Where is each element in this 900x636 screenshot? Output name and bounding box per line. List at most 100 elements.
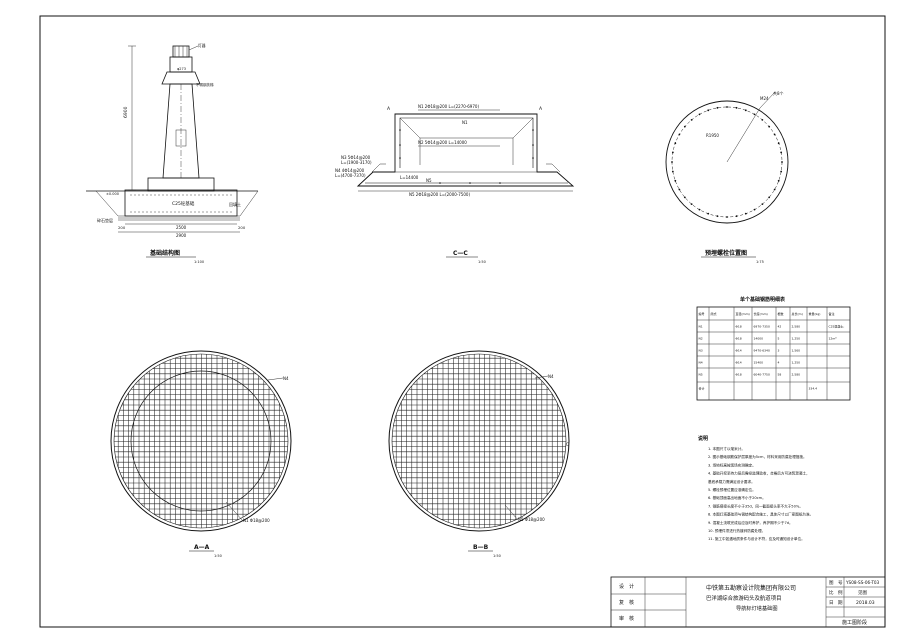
cc-rebar-inner [399, 117, 534, 168]
rebar-table: 单个基础钢筋明细表 编号简式直径(mm)长度(mm)根数总长(m)重量(kg)备… [696, 296, 851, 401]
bolt-dot [683, 196, 686, 199]
rebar-table-cell: N5 [699, 373, 703, 377]
bolt-dot [690, 118, 693, 121]
cc-n1-short: N1 [462, 120, 468, 125]
bolt-count-label: 共8个 [773, 90, 784, 96]
section-bb-view: N4 N5 Φ18@200 C B—B 1:50 [388, 350, 570, 558]
bolt-dot [780, 170, 783, 173]
rebar-table-cell: 1,560 [792, 349, 801, 353]
bb-n4-label: N4 [548, 374, 554, 379]
rebar-table-header: 总长(m) [792, 311, 803, 316]
bb-inner-circle [391, 353, 567, 529]
bolt-dot [690, 203, 693, 206]
tb-row-review: 审 核 [619, 615, 634, 622]
bolt-dot [744, 109, 747, 112]
notes-line: 9. 混凝土浇筑完成后应及时养护，养护期不少于7d。 [708, 520, 793, 525]
bolt-radius-label: R1950 [706, 133, 719, 138]
bb-c-label: C [566, 442, 569, 447]
cc-rebar-dots [399, 129, 534, 184]
bolt-dot [781, 161, 783, 163]
gravel-label: 碎石垫层 [97, 217, 113, 223]
rebar-table-cell: N2 [699, 337, 703, 341]
notes-line: 4. 基础开挖至持力层后需经监理验收，合格后方可浇筑混凝土， [708, 471, 810, 476]
bolt-dot [744, 212, 747, 215]
notes-line: 基底承载力需满足设计要求。 [708, 479, 755, 484]
notes-line: 1. 本图尺寸以毫米计。 [708, 446, 745, 451]
bolt-dot [678, 188, 681, 191]
left-offset-label: 200 [118, 225, 126, 230]
pedestal [147, 177, 215, 192]
rebar-table-cell: Φ14 [736, 349, 742, 353]
notes-line: 11. 施工中如遇地质条件与设计不符，应及时通知设计单位。 [708, 536, 805, 541]
bolt-size-label: M24 [760, 96, 769, 101]
tb-field-no-value: YS08-SS-06-T03 [845, 580, 880, 585]
rebar-table-frame [696, 306, 851, 401]
rebar-table-title: 单个基础钢筋明细表 [740, 296, 786, 303]
tb-field-date: 日 期 [829, 600, 843, 606]
bolt-dot [768, 196, 771, 199]
gravel-hatch [118, 217, 240, 221]
tb-field-no: 图 号 [829, 580, 843, 586]
bolt-dot [698, 113, 701, 116]
cc-n3-len: L=(1900-3170) [341, 160, 372, 165]
rebar-table-cell: Φ14 [736, 361, 742, 365]
notes-block: 说明 1. 本图尺寸以毫米计。2. 图示基础钢筋保护层厚度为5cm，材料采用防腐… [698, 435, 813, 541]
bolt-dot [716, 106, 719, 109]
bb-view-title: B—B [473, 544, 489, 551]
rebar-table-header: 根数 [778, 311, 784, 316]
tb-field-date-value: 2018.03 [856, 600, 875, 606]
section-aa-view: N4 N1 Φ18@200 A—A 1:50 [110, 350, 292, 558]
bolt-dot [707, 212, 710, 215]
bolt-dot [674, 179, 677, 182]
bolt-dot [768, 125, 771, 128]
rebar-table-cell: 3 [778, 349, 780, 353]
bolt-dot [761, 203, 764, 206]
foundation-view-scale: 1:100 [194, 260, 204, 264]
cc-n4-label: N4 4Φ14@200 [335, 168, 365, 173]
rebar-table-cell: 58 [778, 373, 782, 377]
rebar-table-cell: N1 [699, 325, 703, 329]
rebar-table-cell: 6040-7750 [754, 373, 770, 377]
rebar-table-cell: 合计 [699, 386, 705, 391]
bolt-dot [671, 161, 673, 163]
cc-n5-label: N5 2Φ18@200 L=(2000-7500) [409, 192, 470, 197]
bolt-dot [735, 215, 738, 218]
bolt-dot [698, 208, 701, 211]
cc-n4-len: L=(4700-7370) [335, 173, 366, 178]
tb-field-scale: 比 例 [829, 589, 843, 596]
bolt-dot [777, 179, 780, 182]
bolt-dots [671, 106, 783, 218]
rebar-table-header: 直径(mm) [736, 311, 750, 316]
rebar-table-cell: N4 [699, 361, 703, 365]
top-platform [161, 71, 201, 85]
foundation-view-title: 基础结构图 [149, 249, 180, 257]
lantern [172, 45, 190, 58]
backfill-label: 回填土 [229, 201, 241, 207]
rebar-table-cell: 42 [778, 325, 782, 329]
bolt-dot [726, 106, 728, 108]
rebar-table-cell: 2,580 [792, 373, 801, 377]
bolt-dot [678, 133, 681, 136]
bolt-dot [707, 109, 710, 112]
bolt-view-scale: 1:75 [756, 260, 764, 264]
foundation-structure-view: 6900 2500 2900 200 200 C25砼基础 回填土 碎石垫层 灯… [86, 43, 259, 264]
rebar-table-cell: C25混凝土: [829, 324, 845, 329]
rebar-table-header: 编号 [699, 311, 705, 316]
tb-project: 巴洋湖综合旅游码头及航道项目 [706, 594, 781, 602]
bolt-dot [773, 133, 776, 136]
rebar-table-header: 简式 [711, 311, 717, 316]
cc-n2-label: N2 5Φ14@200 L=14000 [418, 140, 467, 145]
rebar-table-cell: 6970-7350 [754, 325, 770, 329]
bottom-width-label: 2900 [176, 233, 187, 238]
bb-n5-label: N5 Φ18@200 [518, 517, 545, 522]
notes-line: 8. 本图灯塔基础须与钢结构配合施工，具体尺寸以厂家图纸为准。 [708, 512, 813, 517]
aa-view-title: A—A [194, 544, 210, 551]
section-cc-view: N1 2Φ18@200 L=(2270-6970) N1 N2 5Φ14@200… [335, 104, 575, 264]
bolt-view-title: 预埋螺栓位置图 [705, 249, 747, 257]
tb-row-check: 复 核 [619, 599, 634, 606]
notes-heading: 说明 [698, 435, 708, 442]
rebar-table-cell: 1,250 [792, 361, 801, 365]
cc-view-title: C—C [453, 250, 468, 257]
ground-level-label: ±0.000 [106, 192, 119, 196]
